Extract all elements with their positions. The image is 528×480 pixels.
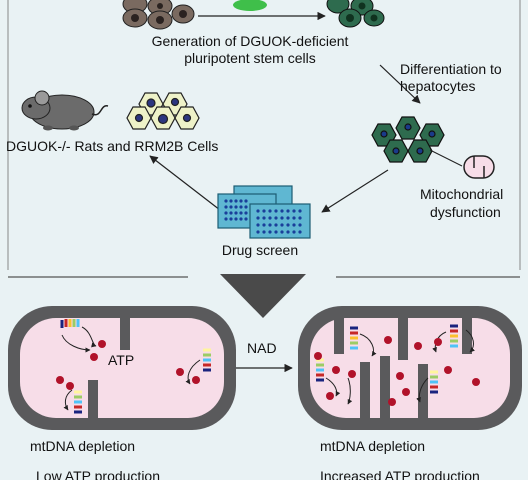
label-mtdna-right: mtDNA depletion bbox=[320, 438, 426, 454]
down-triangle-icon bbox=[220, 274, 306, 318]
label-drug-screen: Drug screen bbox=[221, 242, 299, 258]
label-bottom-right: Increased ATP production bbox=[320, 468, 480, 480]
left-mito-contents bbox=[56, 319, 211, 414]
arrow-to-hepatocytes bbox=[379, 64, 421, 104]
label-mito-line2: dysfunction bbox=[430, 204, 501, 220]
label-differentiation-line1: Differentiation to bbox=[400, 61, 502, 77]
label-generation-line2: pluripotent stem cells bbox=[184, 50, 316, 66]
mitochondrion-small-icon bbox=[463, 155, 495, 179]
stem-cells-icon bbox=[122, 0, 195, 30]
right-mito-contents bbox=[314, 324, 480, 406]
hepatocytes-icon bbox=[371, 116, 445, 163]
label-bottom-left: Low ATP production bbox=[36, 468, 161, 480]
label-generation-line1: Generation of DGUOK-deficient bbox=[151, 33, 349, 49]
green-reagent-icon bbox=[233, 0, 267, 11]
label-atp: ATP bbox=[108, 352, 135, 368]
label-mtdna-left: mtDNA depletion bbox=[30, 438, 136, 454]
mitochondrion-left bbox=[8, 306, 236, 430]
mitochondrion-right bbox=[298, 306, 522, 430]
arrow-to-drug-screen bbox=[321, 169, 389, 213]
label-mito-line1: Mitochondrial bbox=[420, 186, 504, 202]
label-rats-cells: DGUOK-/- Rats and RRM2B Cells bbox=[6, 138, 219, 154]
label-nad: NAD bbox=[247, 340, 277, 356]
drug-screen-plates-icon bbox=[217, 185, 311, 239]
arrow-to-rats bbox=[149, 155, 221, 211]
rrm2b-cells-icon bbox=[126, 92, 200, 130]
label-differentiation-line2: hepatocytes bbox=[400, 78, 476, 94]
mito-pointer-line bbox=[429, 149, 463, 167]
dguok-deficient-cells-icon bbox=[326, 0, 385, 28]
rat-icon bbox=[21, 90, 109, 131]
